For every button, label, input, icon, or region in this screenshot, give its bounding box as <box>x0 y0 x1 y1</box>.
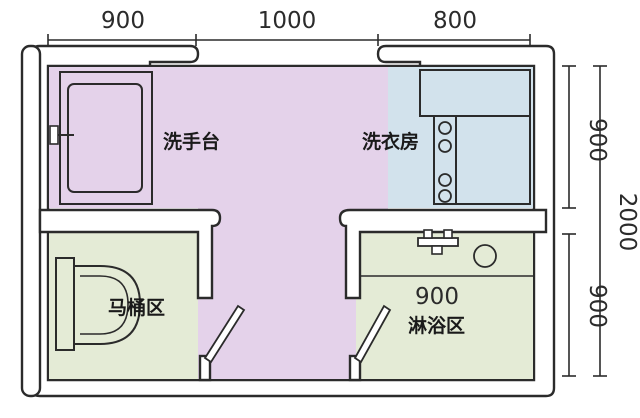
top-dimension-line <box>47 34 531 46</box>
left-partition-wall <box>38 208 222 300</box>
right-dimension-lines <box>562 65 607 377</box>
label-wash: 洗手台 <box>163 130 220 153</box>
dim-right-total: 2000 <box>614 193 640 252</box>
dim-right-upper: 900 <box>584 118 610 162</box>
floor-drain-icon <box>473 244 497 268</box>
label-shower: 淋浴区 <box>408 314 465 337</box>
dim-right-lower: 900 <box>584 284 610 328</box>
shower-faucet-icon <box>417 229 459 255</box>
laundry-area-fill <box>388 66 534 208</box>
label-laundry: 洗衣房 <box>362 130 419 153</box>
right-partition-wall <box>338 208 548 300</box>
shower-door-post <box>348 354 362 382</box>
shower-area-fill <box>356 232 534 380</box>
toilet-icon <box>55 257 142 351</box>
dim-top-middle: 1000 <box>258 8 317 34</box>
dim-shower-inner: 900 <box>415 284 459 310</box>
label-toilet: 马桶区 <box>108 296 165 319</box>
toilet-door-post <box>198 354 212 382</box>
washing-machine-icon <box>419 69 531 205</box>
dim-top-left: 900 <box>101 8 145 34</box>
wash-area-fill <box>48 66 198 208</box>
sink-icon <box>49 71 153 205</box>
dim-top-right: 800 <box>433 8 477 34</box>
toilet-door <box>203 304 246 364</box>
shower-door <box>353 304 392 364</box>
left-wall <box>20 44 42 398</box>
